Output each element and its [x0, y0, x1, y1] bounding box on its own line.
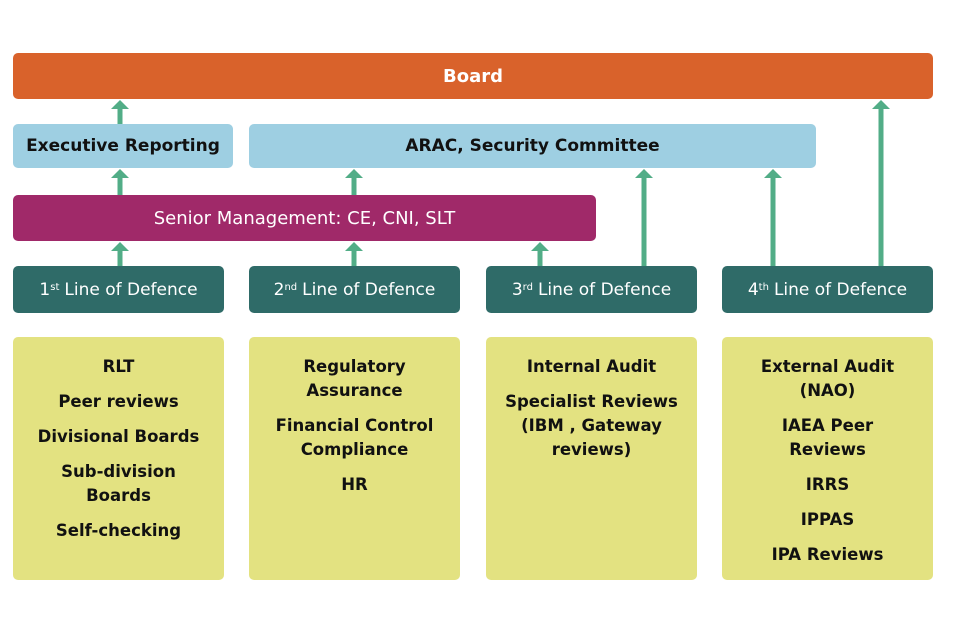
card-item: External Audit (NAO) [760, 357, 895, 400]
arrow-line-4-to-arac [764, 169, 782, 266]
card-item: Regulatory Assurance [303, 357, 406, 400]
card-item: Internal Audit [526, 357, 657, 376]
arrow-senior-management-to-executive-reporting [111, 169, 129, 195]
card-line-1: RLT Peer reviews Divisional Boards Sub-d… [13, 337, 224, 580]
card-item: IAEA Peer Reviews [781, 416, 874, 459]
card-item: RLT [102, 357, 135, 376]
board-box: Board [13, 53, 933, 99]
executive-reporting-box: Executive Reporting [13, 124, 233, 168]
line-2-suffix: nd [284, 282, 298, 293]
card-line-2: Regulatory Assurance Financial Control C… [249, 337, 460, 580]
arrow-line-3-to-senior-management [531, 242, 549, 266]
line-3-label: Line of Defence [537, 279, 672, 300]
card-item: Divisional Boards [37, 427, 200, 446]
line-3-num: 3 [511, 279, 523, 300]
card-item: Financial Control Compliance [275, 416, 434, 459]
card-item: IPA Reviews [771, 545, 884, 564]
line-1-num: 1 [39, 279, 51, 300]
arrow-line-4-to-board [872, 100, 890, 266]
arrow-senior-management-to-arac [345, 169, 363, 195]
line-3-suffix: rd [522, 282, 533, 293]
card-item: Peer reviews [58, 392, 179, 411]
line-2-label: Line of Defence [302, 279, 436, 300]
line-2-num: 2 [273, 279, 285, 300]
arac-label: ARAC, Security Committee [405, 136, 660, 156]
line-1-suffix: st [50, 282, 60, 293]
arrow-line-1-to-senior-management [111, 242, 129, 266]
card-line-4: External Audit (NAO) IAEA Peer Reviews I… [722, 337, 933, 580]
line-4-label: Line of Defence [773, 279, 908, 300]
executive-reporting-label: Executive Reporting [26, 136, 220, 156]
card-item: Specialist Reviews (IBM , Gateway review… [505, 392, 678, 459]
line-4-suffix: th [758, 282, 769, 293]
card-item: IPPAS [800, 510, 855, 529]
board-label: Board [443, 65, 503, 87]
card-line-3: Internal Audit Specialist Reviews (IBM ,… [486, 337, 697, 580]
line-1-label: Line of Defence [64, 279, 198, 300]
arrow-executive-reporting-to-board [111, 100, 129, 124]
arac-box: ARAC, Security Committee [249, 124, 816, 168]
senior-management-box: Senior Management: CE, CNI, SLT [13, 195, 596, 241]
line-4-num: 4 [747, 279, 759, 300]
card-item: IRRS [805, 475, 850, 494]
card-item: Self-checking [55, 521, 182, 540]
arrow-line-3-to-arac [635, 169, 653, 266]
senior-management-label: Senior Management: CE, CNI, SLT [153, 207, 456, 229]
arrow-line-2-to-senior-management [345, 242, 363, 266]
card-item: HR [341, 475, 368, 494]
card-item: Sub-division Boards [61, 462, 176, 505]
